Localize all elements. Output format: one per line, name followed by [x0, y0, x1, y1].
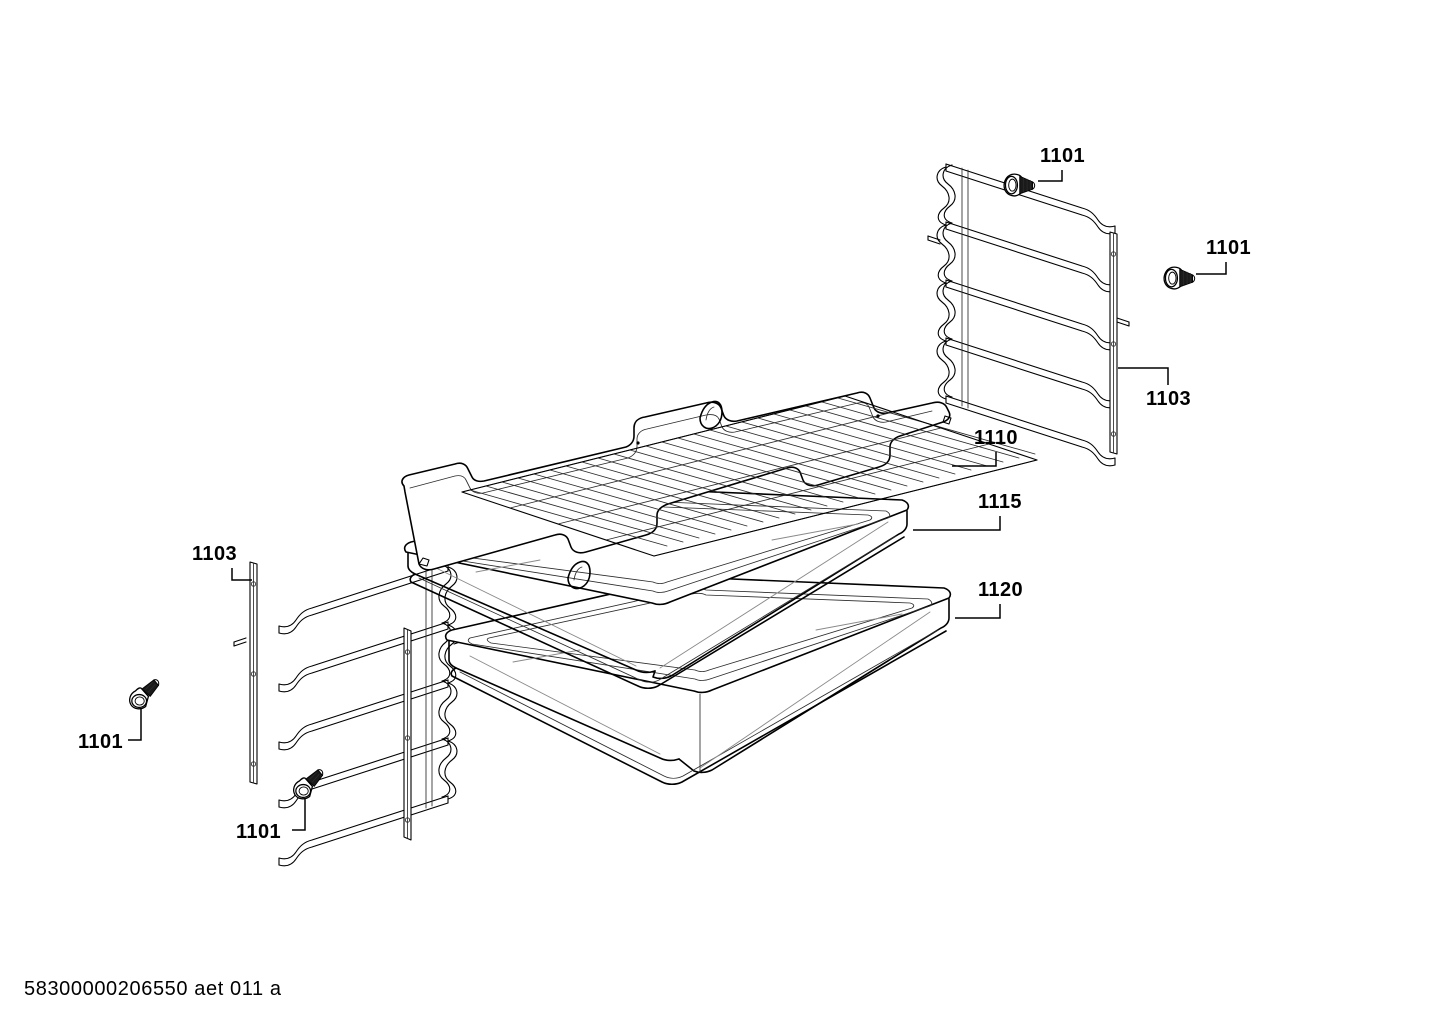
shelf-support-rail-left[interactable]: [233, 561, 467, 867]
roasting-pan[interactable]: [444, 574, 952, 786]
label-rail-right: 1103: [1146, 388, 1191, 410]
label-clip-left-lower: 1101: [236, 821, 281, 843]
label-baking-tray: 1115: [978, 491, 1022, 513]
wire-rack[interactable]: [401, 391, 1038, 590]
rail-peg: [233, 641, 247, 647]
leader-clip-left-lower: [292, 798, 306, 831]
rail-peg: [1116, 317, 1130, 323]
rail-peg: [233, 637, 247, 643]
document-code: 58300000206550 aet 011 a: [24, 978, 282, 1000]
leader-baking-tray: [913, 516, 1001, 531]
leader-rail-left: [231, 568, 252, 581]
label-wire-rack: 1110: [974, 427, 1018, 449]
shelf-clip-left-upper[interactable]: [129, 678, 160, 710]
leader-clip-top-right: [1038, 170, 1063, 182]
label-clip-left-upper: 1101: [78, 731, 123, 753]
leader-lines: [128, 170, 1227, 831]
leader-clip-left-upper: [128, 708, 142, 741]
rail-peg: [1116, 321, 1130, 327]
shelf-clip-far-right[interactable]: [1163, 266, 1196, 290]
leader-rail-right: [1118, 367, 1169, 385]
leader-wire-rack: [952, 452, 997, 467]
label-clip-top-right: 1101: [1040, 145, 1085, 167]
label-roasting-pan: 1120: [978, 579, 1023, 601]
shelf-support-rail-right[interactable]: [927, 163, 1130, 467]
leader-roasting-pan: [955, 604, 1001, 619]
label-rail-left: 1103: [192, 543, 237, 565]
shelf-clip-left-lower[interactable]: [293, 768, 324, 800]
leader-clip-far-right: [1196, 262, 1227, 275]
shelf-clip-top-right[interactable]: [1003, 173, 1036, 197]
label-clip-far-right: 1101: [1206, 237, 1251, 259]
